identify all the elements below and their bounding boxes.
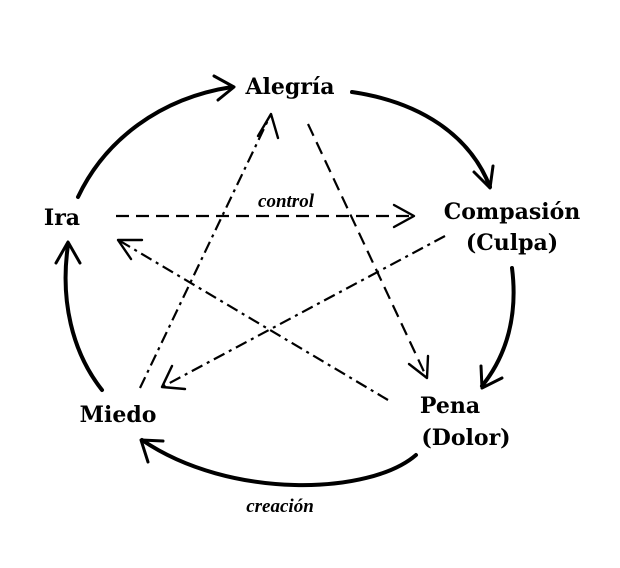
arrow-miedo-to-ira — [63, 243, 104, 392]
arrowhead-compasion-to-miedo — [160, 364, 187, 391]
arrow-alegria-to-pena — [307, 123, 427, 377]
arrowhead-alegria-to-pena — [407, 354, 430, 380]
arrowhead-pena-to-ira — [116, 238, 144, 261]
arrow-pena-to-ira — [119, 240, 389, 401]
control-arrows — [116, 112, 446, 401]
arrowhead-ira-to-alegria — [212, 74, 236, 102]
control-label-backing — [238, 191, 334, 211]
edge-label-creacion: creación — [246, 496, 314, 517]
cycle-arrows — [54, 74, 516, 487]
arrow-compasion-to-pena — [480, 266, 516, 388]
node-labels: Alegría Compasión (Culpa) Pena (Dolor) M… — [44, 74, 580, 451]
edge-label-control: control — [258, 191, 315, 212]
arrow-pena-to-miedo — [140, 438, 418, 487]
node-compasion-subtitle: (Culpa) — [466, 230, 558, 256]
node-compasion: Compasión — [444, 199, 581, 225]
node-alegria: Alegría — [244, 74, 334, 100]
creacion-label-backing — [224, 494, 336, 518]
node-pena-subtitle: (Dolor) — [421, 425, 510, 451]
arrow-ira-to-alegria — [76, 85, 234, 199]
arrow-alegria-to-compasion — [350, 90, 492, 189]
arrowhead-alegria-to-compasion — [472, 164, 495, 190]
node-pena: Pena — [420, 393, 480, 419]
arrowhead-ira-to-compasion — [392, 203, 416, 229]
arrowhead-pena-to-miedo — [139, 438, 165, 464]
arrow-compasion-to-miedo — [163, 235, 446, 387]
arrow-miedo-to-alegria — [139, 115, 271, 389]
arrowhead-miedo-to-alegria — [256, 112, 280, 140]
node-ira: Ira — [44, 205, 80, 231]
arrowhead-compasion-to-pena — [479, 364, 504, 390]
node-miedo: Miedo — [80, 402, 157, 428]
arrowhead-miedo-to-ira — [54, 240, 82, 265]
